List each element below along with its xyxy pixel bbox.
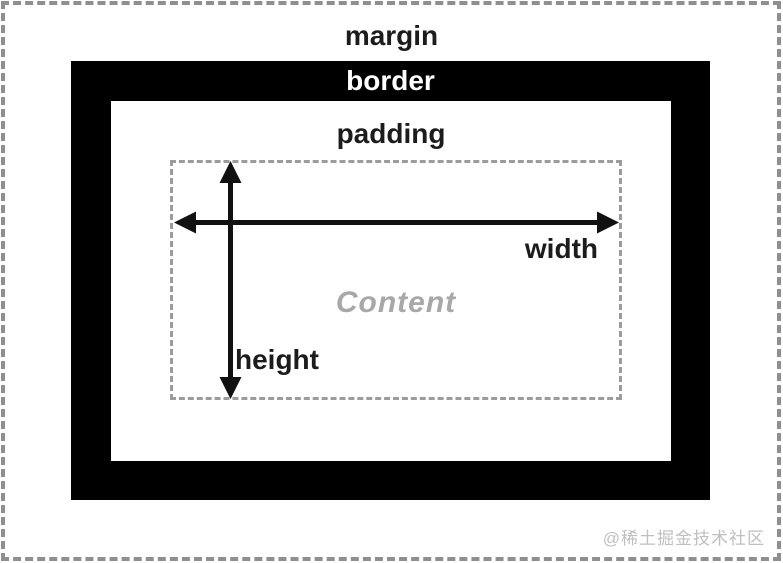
width-label: width: [524, 233, 598, 264]
content-area-dashed-box: [170, 160, 622, 400]
border-label: border: [346, 65, 435, 96]
watermark: @稀土掘金技术社区: [602, 529, 765, 548]
padding-label: padding: [336, 118, 446, 149]
content-label: Content: [335, 286, 457, 319]
margin-label: margin: [344, 20, 439, 51]
height-label: height: [235, 344, 319, 375]
